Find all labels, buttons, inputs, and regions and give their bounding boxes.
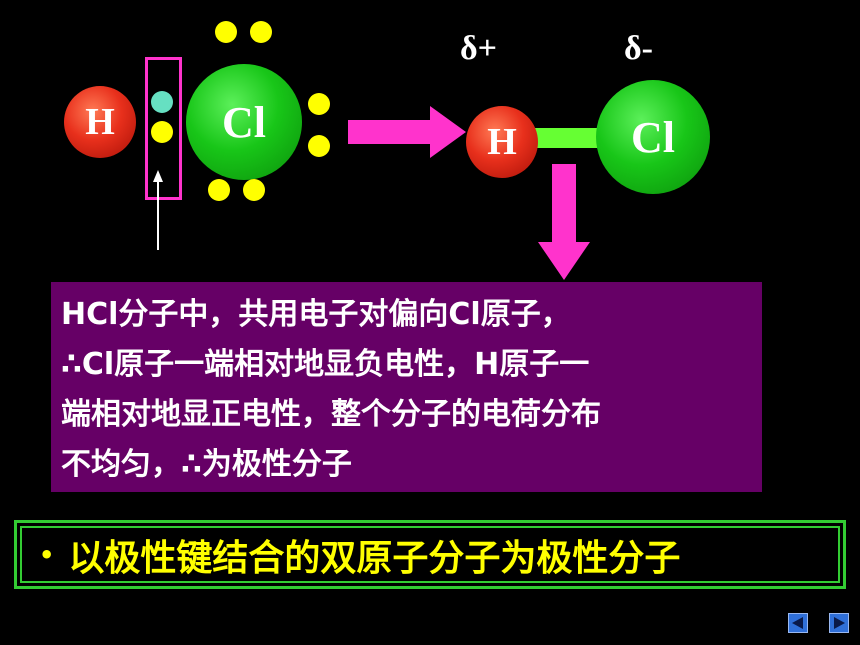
explanation-line: 端相对地显正电性，整个分子的电荷分布 — [61, 397, 601, 432]
explanation-box: HCl分子中，共用电子对偏向Cl原子， ∴Cl原子一端相对地显负电性，H原子一 … — [51, 282, 762, 492]
chlorine-electron — [308, 135, 330, 157]
summary-box: • 以极性键结合的双原子分子为极性分子 — [14, 520, 846, 589]
reaction-arrow-right — [348, 106, 466, 158]
summary-text: 以极性键结合的双原子分子为极性分子 — [68, 537, 681, 579]
chlorine-atom-left: Cl — [186, 64, 302, 180]
hydrogen-atom-right: H — [466, 106, 538, 178]
chlorine-electron — [250, 21, 272, 43]
chlorine-electron — [308, 93, 330, 115]
chlorine-atom-right: Cl — [596, 80, 710, 194]
explanation-line: 不均匀，∴为极性分子 — [61, 447, 352, 482]
next-slide-button[interactable] — [829, 613, 849, 633]
hydrogen-label-left: H — [85, 101, 115, 143]
prev-slide-button[interactable] — [788, 613, 808, 633]
hydrogen-electron — [151, 91, 173, 113]
chlorine-label-right: Cl — [631, 112, 675, 162]
covalent-bond — [530, 128, 604, 148]
explanation-line: ∴Cl原子一端相对地显负电性，H原子一 — [61, 347, 590, 382]
chlorine-electron — [215, 21, 237, 43]
shared-electron-pair-box — [145, 57, 182, 200]
chlorine-electron — [243, 179, 265, 201]
chlorine-electron — [208, 179, 230, 201]
summary-statement: • 以极性键结合的双原子分子为极性分子 — [39, 529, 680, 581]
partial-positive-charge: δ+ — [460, 30, 498, 67]
triangle-right-icon — [834, 617, 845, 629]
partial-negative-charge: δ- — [624, 30, 653, 67]
triangle-left-icon — [792, 617, 803, 629]
reaction-arrow-down — [538, 164, 590, 280]
hydrogen-atom-left: H — [64, 86, 136, 158]
explanation-line: HCl分子中，共用电子对偏向Cl原子， — [61, 297, 571, 332]
chlorine-label-left: Cl — [222, 97, 266, 147]
hydrogen-label-right: H — [487, 121, 517, 163]
summary-inner-border — [20, 526, 840, 583]
shared-pair-pointer-arrow — [153, 170, 163, 250]
bullet-icon: • — [39, 540, 55, 569]
chlorine-shared-electron — [151, 121, 173, 143]
